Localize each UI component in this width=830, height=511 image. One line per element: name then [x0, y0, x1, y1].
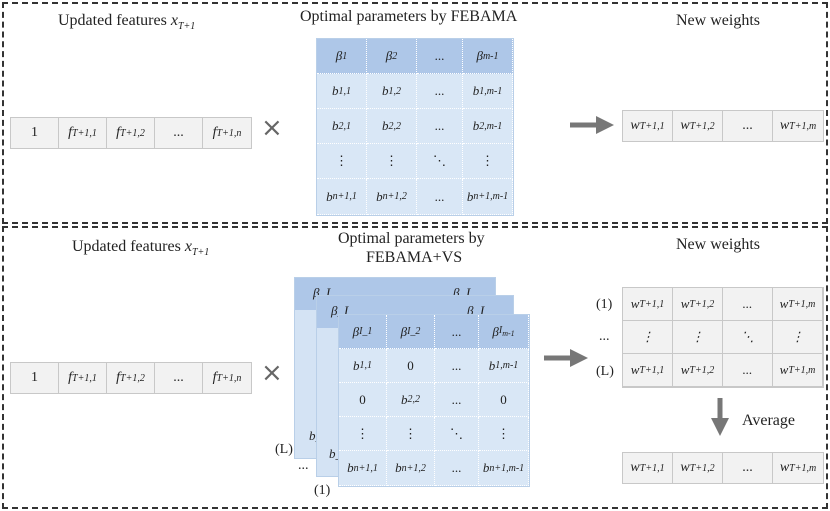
average-label: Average [742, 412, 795, 429]
param-header-cell: ... [435, 315, 479, 349]
param-cell: ⋮ [339, 417, 387, 451]
feature-cell: ... [155, 118, 203, 148]
multiply-icon: × [261, 113, 283, 143]
param-cell: ⋮ [463, 144, 513, 179]
feature-cell: ... [155, 363, 203, 393]
weights-row-label-1: (1) [596, 297, 613, 312]
feature-cell: 1 [11, 118, 59, 148]
stack-dots: ... [298, 458, 309, 473]
bottom-weights-title: New weights [676, 236, 760, 253]
param-cell: ... [435, 349, 479, 383]
bottom-features-title: Updated features xT+1 [72, 238, 210, 259]
param-cell: ... [435, 383, 479, 417]
avg-weight-cell: ... [723, 453, 773, 483]
right-arrow-icon [544, 349, 588, 367]
param-cell: 0 [339, 383, 387, 417]
weight-cell: ... [723, 111, 773, 141]
param-cell: ⋮ [387, 417, 435, 451]
top-params-title: Optimal parameters by FEBAMA [300, 8, 518, 25]
weight-cell: ⋮ [623, 321, 673, 354]
weight-cell: ⋮ [673, 321, 723, 354]
weight-cell: ... [723, 354, 773, 387]
param-header-cell: ... [417, 39, 463, 74]
weight-cell: ... [723, 288, 773, 321]
weight-cell: ⋱ [723, 321, 773, 354]
stack-label-1: (1) [314, 483, 331, 498]
param-cell: 0 [479, 383, 529, 417]
multiply-icon: × [261, 358, 283, 388]
param-cell: ... [435, 451, 479, 486]
param-cell: ... [417, 179, 463, 215]
down-arrow-icon [711, 398, 729, 436]
weights-row-label-L: (L) [596, 364, 614, 379]
param-cell: ⋮ [367, 144, 417, 179]
param-cell: ⋮ [317, 144, 367, 179]
right-arrow-icon [570, 116, 614, 134]
bottom-panel [2, 226, 828, 509]
param-cell: 0 [387, 349, 435, 383]
bottom-params-title-line1: Optimal parameters by [338, 230, 485, 247]
weights-row-label-dots: ... [599, 329, 610, 344]
weight-cell: ⋮ [773, 321, 823, 354]
param-cell: ⋮ [479, 417, 529, 451]
stack-label-L: (L) [275, 442, 293, 457]
param-cell: ⋱ [417, 144, 463, 179]
feature-cell: 1 [11, 363, 59, 393]
param-cell: ⋱ [435, 417, 479, 451]
top-panel [2, 2, 828, 224]
top-weights-title: New weights [676, 12, 760, 29]
top-features-title: Updated features xT+1 [58, 12, 196, 33]
param-cell: ... [417, 109, 463, 144]
bottom-params-title-line2: FEBAMA+VS [366, 249, 463, 266]
param-cell: ... [417, 74, 463, 109]
